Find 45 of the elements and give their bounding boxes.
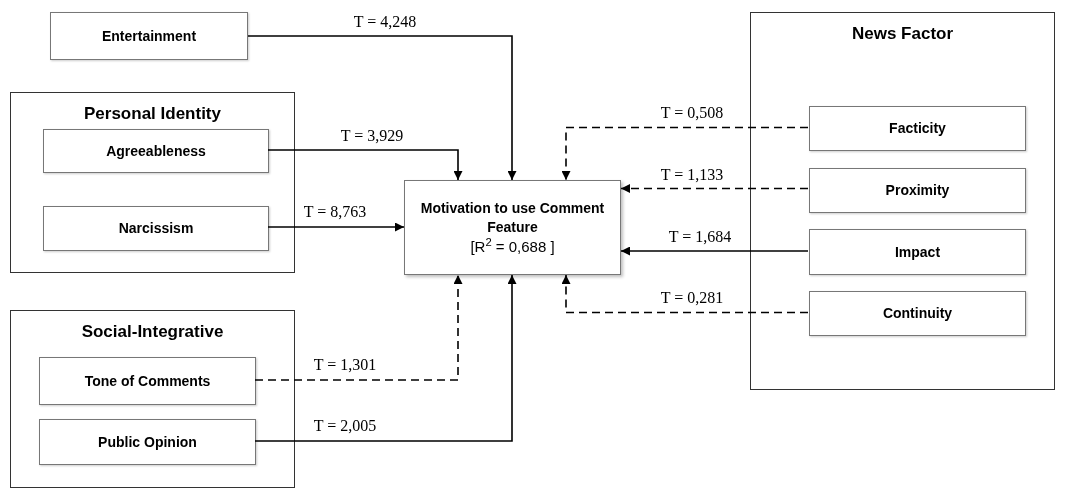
edge-label: T = 3,929 — [338, 127, 406, 145]
edge-label: T = 4,248 — [351, 13, 419, 31]
edge-label: T = 2,005 — [311, 417, 379, 435]
edge-label: T = 0,508 — [658, 104, 726, 122]
edge-label: T = 1,684 — [666, 228, 734, 246]
factor-box — [39, 357, 256, 405]
node-label: Agreeableness — [106, 141, 206, 161]
arrow — [247, 35, 517, 181]
arrow — [267, 149, 463, 181]
group-heading: News Factor — [850, 23, 955, 45]
dashed-arrow — [620, 184, 809, 193]
dashed-arrow — [561, 274, 809, 314]
edge-label: T = 1,301 — [311, 356, 379, 374]
edge-label: T = 1,133 — [658, 166, 726, 184]
group-heading: Social-Integrative — [80, 321, 225, 343]
node-label: Facticity — [889, 119, 946, 138]
node-label: Public Opinion — [98, 432, 197, 452]
dashed-arrow — [561, 126, 809, 181]
factor-box — [809, 168, 1026, 213]
group-heading: Personal Identity — [83, 103, 222, 125]
edge-label: T = 0,281 — [658, 289, 726, 307]
factor-box — [43, 206, 269, 251]
arrow — [254, 274, 517, 442]
dashed-arrow — [254, 274, 463, 381]
factor-box — [43, 129, 269, 173]
node-label: Entertainment — [101, 26, 197, 46]
node-label: Tone of Comments — [84, 371, 211, 391]
factor-box — [809, 229, 1026, 275]
node-label: Proximity — [885, 181, 950, 200]
factor-box — [39, 419, 256, 465]
node-label: Continuity — [882, 304, 953, 323]
node-label: Motivation to use Comment Feature — [419, 198, 606, 237]
group-box — [10, 310, 295, 488]
node-label: Impact — [894, 242, 941, 262]
factor-box — [809, 291, 1026, 336]
outcome-box — [404, 180, 621, 275]
r-squared-value: [R$^{2}$ = 0,688 ] — [470, 236, 555, 257]
arrow — [267, 222, 405, 232]
arrow — [620, 246, 809, 256]
factor-box — [50, 12, 248, 60]
edge-label: T = 8,763 — [301, 203, 369, 221]
factor-box — [809, 106, 1026, 151]
group-box — [750, 12, 1055, 390]
node-label: Narcissism — [118, 219, 194, 238]
group-box — [10, 92, 295, 273]
